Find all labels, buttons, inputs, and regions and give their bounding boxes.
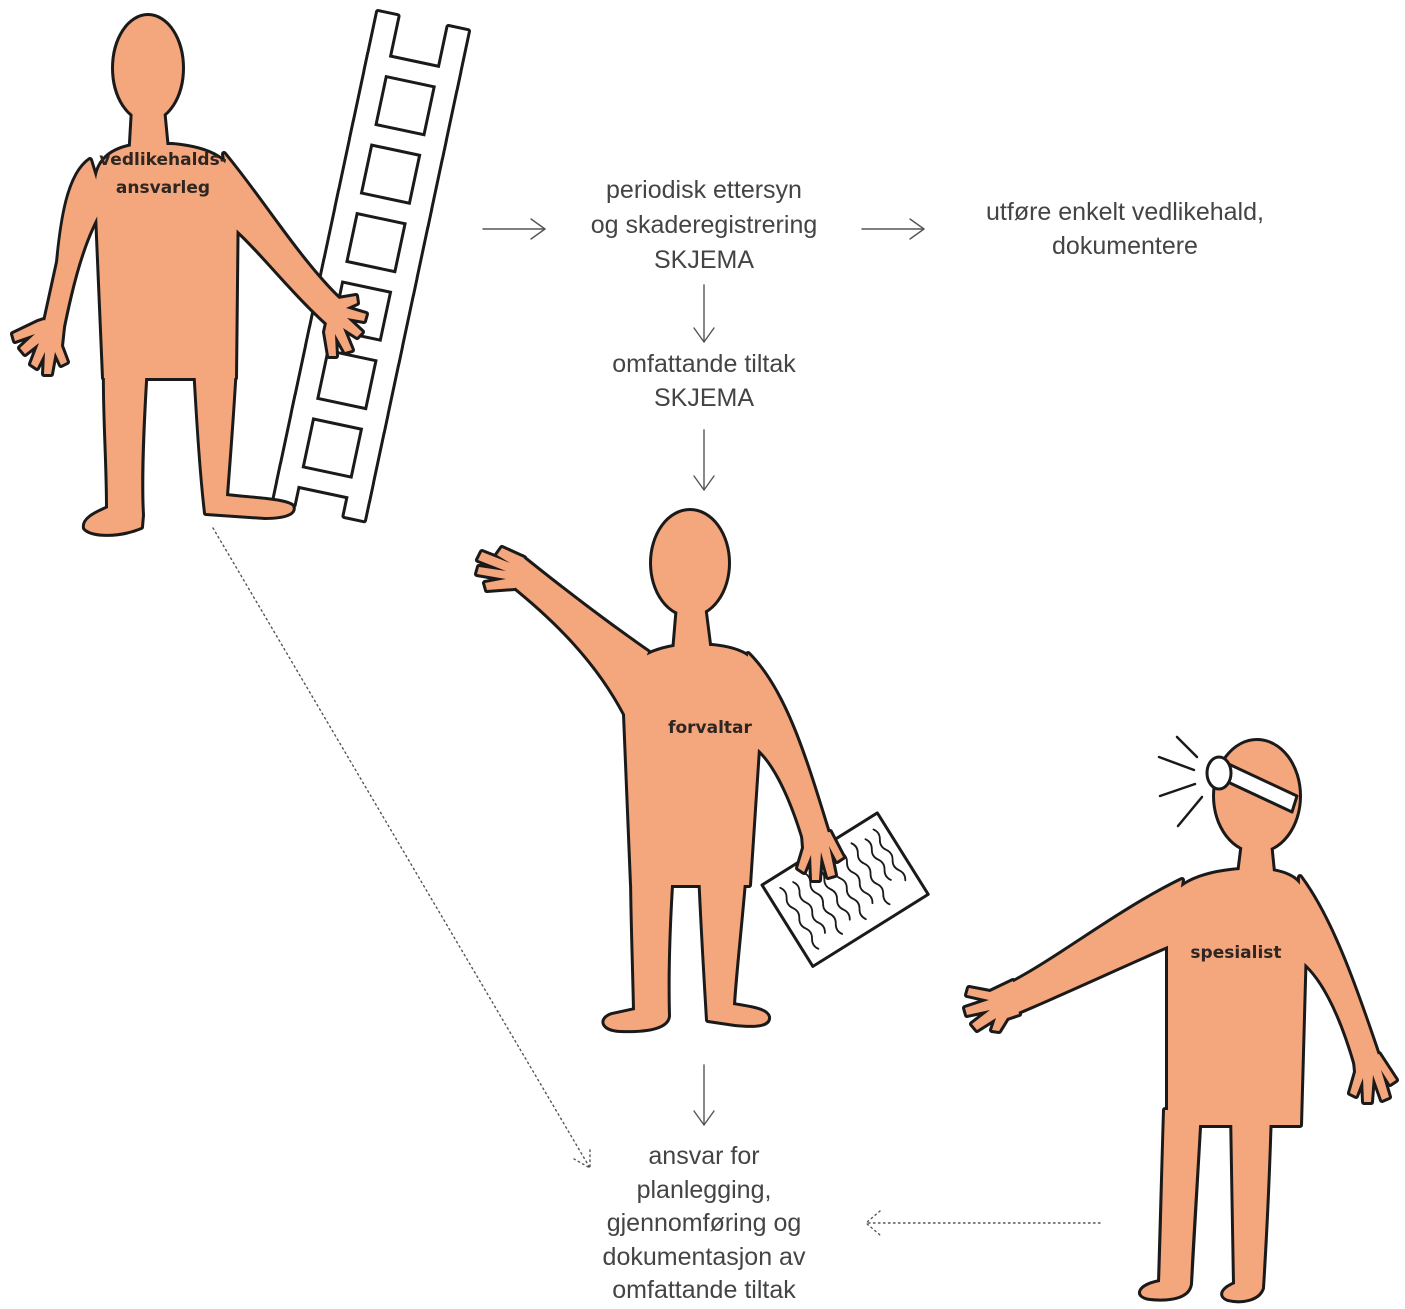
- step-line: periodisk ettersyn: [534, 173, 874, 208]
- label-maintenance-responsible: vedlikehalds- ansvarleg: [63, 146, 263, 202]
- figure-manager: [477, 511, 843, 1030]
- step-line: omfattande tiltak: [534, 347, 874, 381]
- light-ray: [1178, 797, 1202, 826]
- head-lamp-lens: [1207, 757, 1231, 789]
- step-simple-maintenance: utføre enkelt vedlikehald, dokumentere: [945, 195, 1305, 263]
- document-sheet: [762, 813, 928, 966]
- step-line: utføre enkelt vedlikehald,: [945, 195, 1305, 229]
- dotted-arrow-from-specialist: [866, 1211, 1100, 1235]
- step-periodic-inspection: periodisk ettersyn og skaderegistrering …: [534, 173, 874, 278]
- light-ray: [1159, 757, 1194, 770]
- step-line: SKJEMA: [534, 243, 874, 278]
- step-line: dokumentasjon av: [534, 1241, 874, 1275]
- step-line: og skaderegistrering: [534, 208, 874, 243]
- step-line: omfattande tiltak: [534, 1274, 874, 1308]
- figure-fill: [477, 511, 843, 1030]
- dotted-arrow-from-maintenance-responsible: [213, 528, 590, 1168]
- arrow-to-manager: [694, 430, 714, 490]
- arrow-to-extensive-measures: [694, 285, 714, 342]
- light-ray: [1160, 784, 1195, 796]
- arrow-shaft: [213, 528, 590, 1168]
- label-line: vedlikehalds-: [63, 146, 263, 174]
- step-line: SKJEMA: [534, 381, 874, 415]
- label-line: forvaltar: [610, 714, 810, 742]
- arrow-to-responsibility: [694, 1065, 714, 1125]
- figure-fill: [13, 16, 366, 534]
- step-line: planlegging,: [534, 1174, 874, 1208]
- label-manager: forvaltar: [610, 714, 810, 742]
- label-line: spesialist: [1136, 939, 1336, 967]
- label-specialist: spesialist: [1136, 939, 1336, 967]
- step-line: ansvar for: [534, 1140, 874, 1174]
- document-icon: [762, 813, 928, 966]
- step-line: dokumentere: [945, 229, 1305, 263]
- step-line: gjennomføring og: [534, 1207, 874, 1241]
- step-extensive-measures: omfattande tiltak SKJEMA: [534, 347, 874, 415]
- label-line: ansvarleg: [63, 174, 263, 202]
- light-ray: [1177, 737, 1197, 757]
- step-responsibility: ansvar for planlegging, gjennomføring og…: [534, 1140, 874, 1308]
- figure-maintenance-responsible: [13, 16, 366, 534]
